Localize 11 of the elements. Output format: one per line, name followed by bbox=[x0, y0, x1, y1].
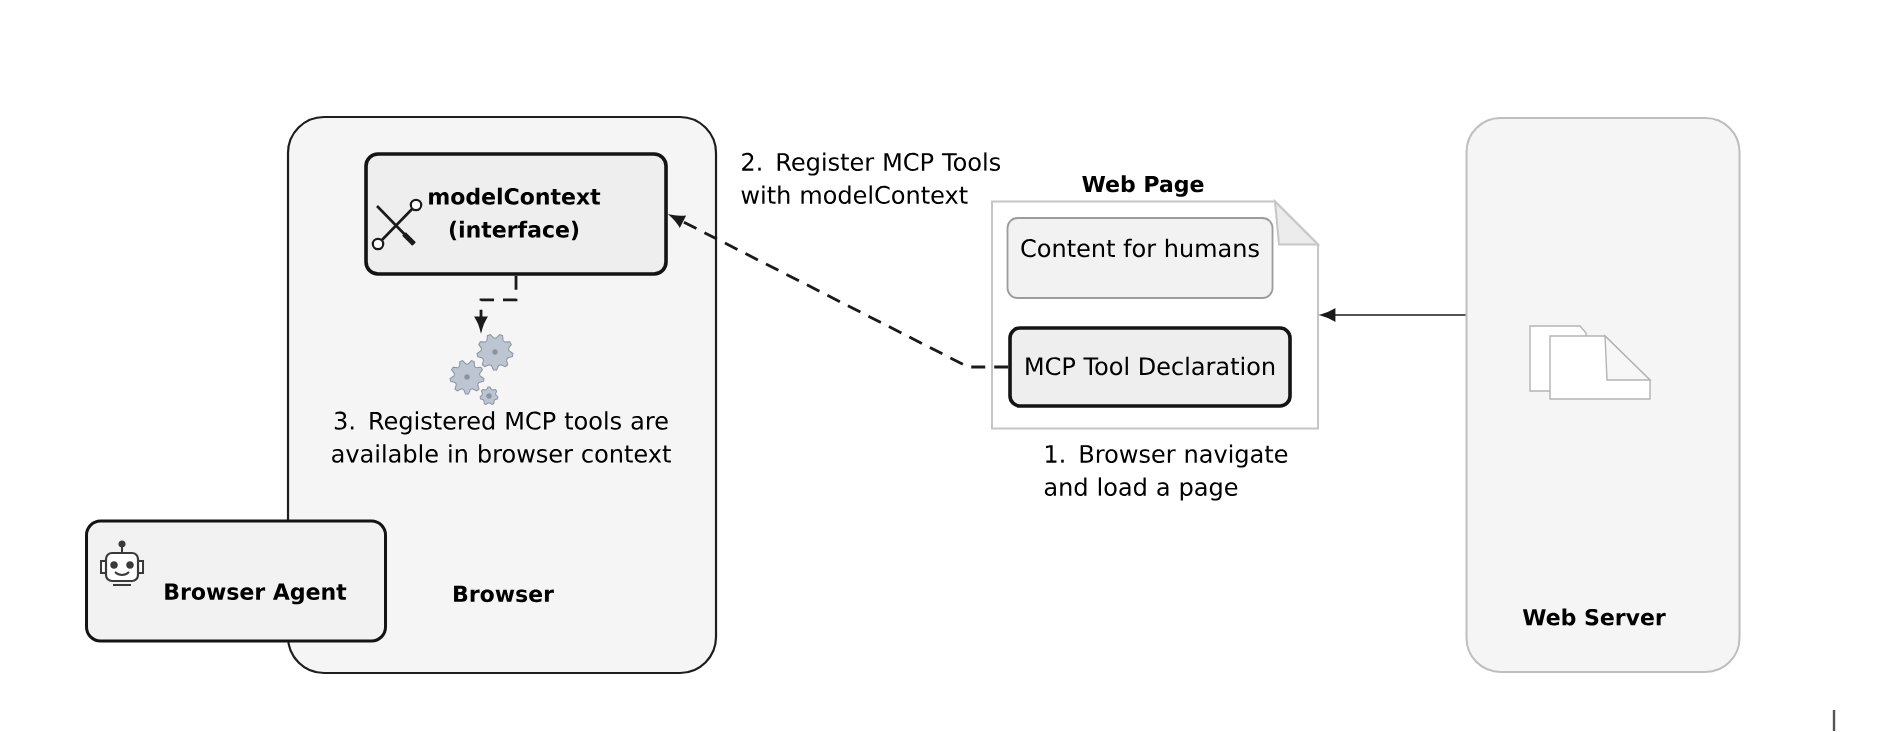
gears-icon bbox=[449, 334, 514, 405]
content-box: Content for humans bbox=[1006, 217, 1274, 299]
node-label: 3. Registered MCP tools are available in browser context bbox=[332, 411, 671, 463]
interface-box: modelContext (interface) bbox=[364, 152, 668, 276]
node-label: Web Page bbox=[1082, 175, 1204, 197]
edge-label: 2. Register MCP Tools with modelContext bbox=[741, 152, 1000, 204]
declaration-box: MCP Tool Declaration bbox=[1008, 326, 1292, 408]
agent-box: Browser Agent bbox=[85, 519, 387, 643]
server-panel: Web Server bbox=[1465, 117, 1741, 673]
arrow bbox=[1320, 308, 1467, 322]
node-label: 1. Browser navigate and load a page bbox=[1044, 444, 1288, 501]
